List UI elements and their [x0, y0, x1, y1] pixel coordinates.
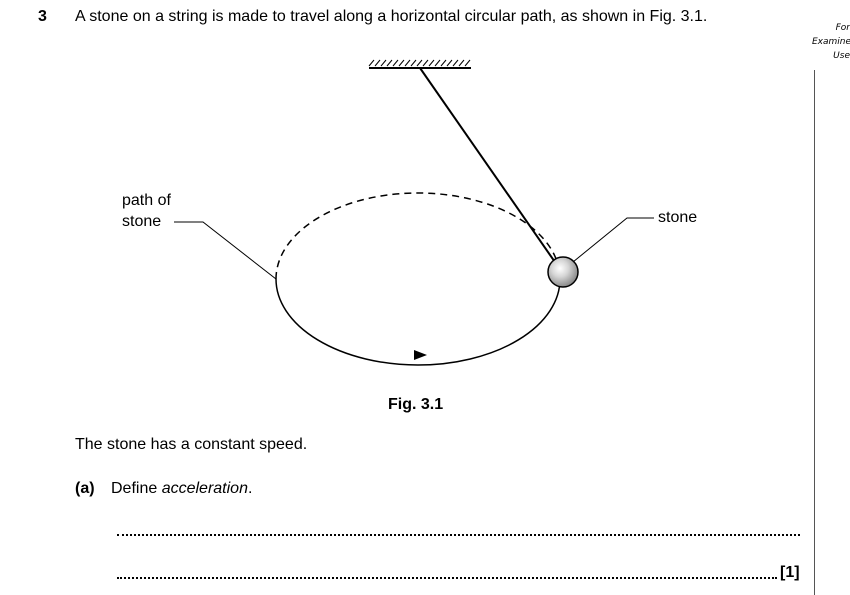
statement-text: The stone has a constant speed. — [75, 436, 308, 453]
examiner-note-line-3: Use — [833, 51, 850, 61]
string — [419, 67, 558, 266]
answer-line-2[interactable] — [117, 577, 777, 579]
leader-line-stone — [572, 217, 654, 263]
examiner-note-line-1: For — [835, 23, 850, 33]
leader-line-path — [174, 221, 277, 280]
examiner-use-note: For Examiner's Use — [812, 21, 850, 63]
marks-indicator: [1] — [780, 564, 800, 581]
path-front-solid — [275, 278, 561, 366]
part-a-suffix: . — [247, 480, 253, 497]
path-back-dashed — [275, 192, 561, 280]
figure-3-1-diagram — [174, 59, 654, 366]
label-path-of-stone: path of stone — [122, 190, 171, 232]
stone-ball — [547, 256, 579, 288]
label-stone: stone — [658, 209, 698, 226]
part-a-prefix: Define — [111, 480, 162, 497]
answer-line-1[interactable] — [117, 534, 800, 536]
label-path-line-2: stone — [122, 213, 162, 230]
figure-caption: Fig. 3.1 — [388, 396, 444, 413]
question-number: 3 — [38, 8, 47, 25]
direction-arrow — [414, 350, 427, 360]
label-path-line-1: path of — [122, 192, 171, 209]
examiner-note-line-2: Examiner's — [812, 37, 850, 47]
ceiling-support — [368, 59, 471, 69]
question-text: A stone on a string is made to travel al… — [75, 8, 708, 25]
part-a-label: (a) — [75, 480, 95, 497]
examiner-margin-rule — [814, 70, 815, 595]
part-a-question: Define acceleration. — [111, 480, 252, 498]
part-a-term: acceleration — [161, 480, 248, 497]
